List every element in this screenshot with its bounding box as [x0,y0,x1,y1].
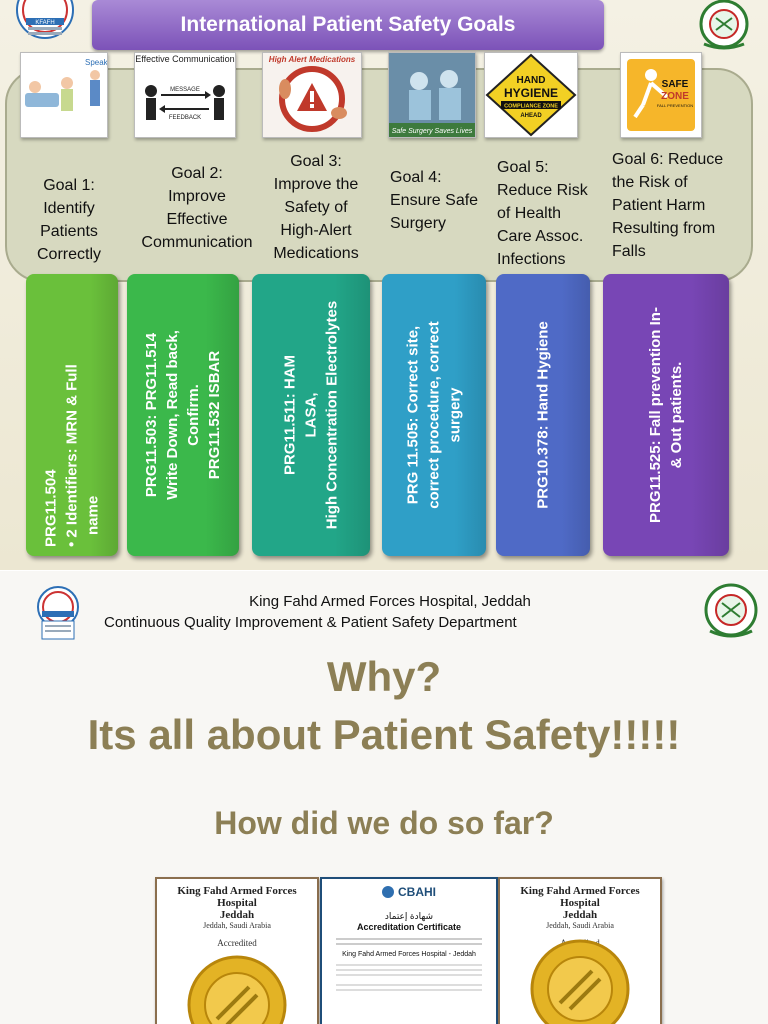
goal5-policy-text: PRG10.378: Hand Hygiene [534,321,552,509]
slide-why-patient-safety: King Fahd Armed Forces Hospital, Jeddah … [0,571,768,1024]
goal3-policy-box: PRG11.511: HAM LASA, High Concentration … [252,274,370,556]
svg-text:HYGIENE: HYGIENE [504,86,558,100]
header-department: Continuous Quality Improvement & Patient… [104,614,517,631]
svg-text:Safe Surgery Saves Lives: Safe Surgery Saves Lives [392,128,473,135]
progress-question: How did we do so far? [214,805,554,841]
armed-forces-emblem [702,583,760,641]
svg-text:Effective Communication: Effective Communication [135,54,234,64]
header-hospital-name: King Fahd Armed Forces Hospital, Jeddah [249,593,531,610]
goal2-image: Effective Communication MESSAGE FEEDBACK [134,52,236,138]
why-heading: Why? [326,653,442,700]
jci-certificate-2: King Fahd Armed Forces Hospital Jeddah J… [498,877,662,1024]
kfafh-logo [36,581,80,641]
svg-text:Speak Up: Speak Up [85,58,107,67]
goal4-policy-box: PRG 11.505: Correct site, correct proced… [382,274,486,556]
jci-gold-seal-icon [530,939,630,1024]
patient-safety-heading: Its all about Patient Safety!!!!! [87,711,681,758]
cbahi-certificate: CBAHI شهادة إعتماد Accreditation Certifi… [320,877,498,1024]
svg-text:COMPLIANCE ZONE: COMPLIANCE ZONE [504,104,558,110]
goal5-image: HAND HYGIENE COMPLIANCE ZONE AHEAD [484,52,578,138]
goal1-policy-box: PRG11.504 • 2 Identifiers: MRN & Full na… [26,274,118,556]
jci-gold-seal-icon [187,955,287,1024]
goal3-policy-text: PRG11.511: HAM LASA, High Concentration … [281,300,341,530]
goal6-image: SAFE ZONE FALL PREVENTION [620,52,702,138]
cbahi-logo-icon [382,886,394,898]
goal2-policy-box: PRG11.503: PRG11.514 Write Down, Read ba… [127,274,239,556]
svg-text:FALL PREVENTION: FALL PREVENTION [657,103,693,108]
slide-title: International Patient Safety Goals [180,13,516,36]
armed-forces-emblem [694,0,754,52]
svg-text:KFAFH: KFAFH [35,20,54,26]
goal4-text: Goal 4:Ensure Safe Surgery [390,169,479,232]
slide-patient-safety-goals: KFAFH International Patient Safety Goals… [0,0,768,570]
slide-title-bar: International Patient Safety Goals [92,0,604,50]
svg-text:MESSAGE: MESSAGE [170,87,200,93]
goal6-policy-box: PRG11.525: Fall prevention In- & Out pat… [603,274,729,556]
goal4-policy-text: PRG 11.505: Correct site, correct proced… [404,321,464,509]
svg-text:ZONE: ZONE [661,91,689,102]
goal5-policy-box: PRG10.378: Hand Hygiene [496,274,590,556]
goal6-policy-text: PRG11.525: Fall prevention In- & Out pat… [647,307,685,523]
goal3-image: High Alert Medications [262,52,362,138]
jci-certificate-1: King Fahd Armed Forces Hospital Jeddah J… [155,877,319,1024]
goal1-image: Speak Up [20,52,108,138]
goal4-image: Safe Surgery Saves Lives [388,52,476,138]
svg-text:HAND: HAND [517,75,546,86]
kfafh-logo: KFAFH [10,0,80,48]
goal2-policy-text: PRG11.503: PRG11.514 Write Down, Read ba… [143,330,223,500]
svg-text:AHEAD: AHEAD [520,113,542,119]
svg-text:SAFE: SAFE [662,79,689,90]
goal1-policy-text: PRG11.504 • 2 Identifiers: MRN & Full na… [42,364,102,547]
svg-text:FEEDBACK: FEEDBACK [169,115,201,121]
svg-text:High Alert Medications: High Alert Medications [269,55,356,64]
